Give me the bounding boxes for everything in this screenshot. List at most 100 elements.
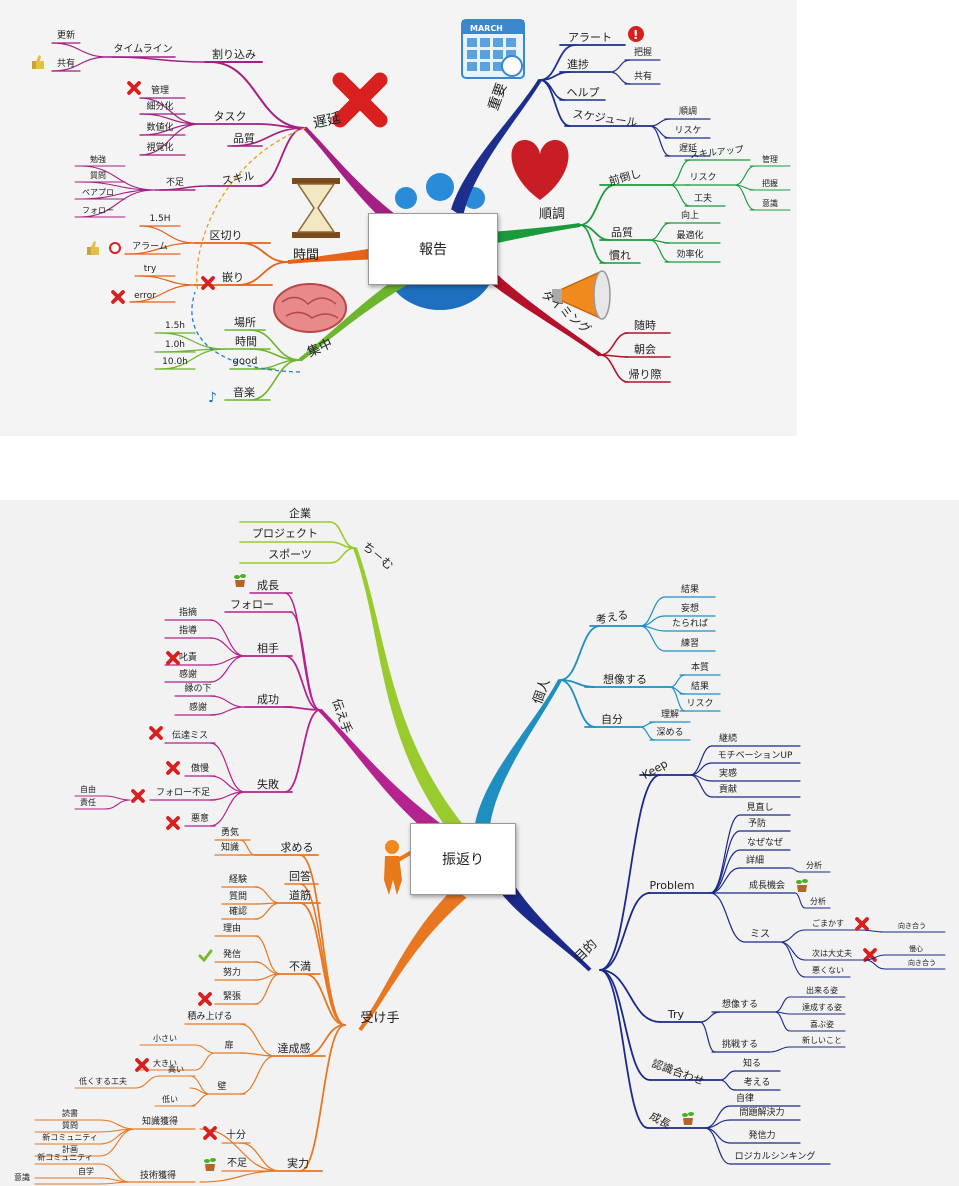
node-label[interactable]: 企業 bbox=[289, 507, 311, 520]
node-label[interactable]: 随時 bbox=[634, 319, 656, 332]
node-label[interactable]: 貢献 bbox=[718, 785, 738, 795]
node-label[interactable]: 見直し bbox=[746, 803, 774, 813]
node-label[interactable]: 品質 bbox=[611, 226, 633, 239]
node-label[interactable]: 不満 bbox=[289, 960, 311, 973]
node-label[interactable]: フォロー不足 bbox=[155, 788, 211, 798]
node-label[interactable]: 縁の下 bbox=[184, 684, 212, 694]
node-label[interactable]: ヘルプ bbox=[566, 86, 600, 99]
node-label[interactable]: 扉 bbox=[224, 1041, 234, 1051]
node-label[interactable]: 知る bbox=[742, 1059, 762, 1069]
node-label[interactable]: 細分化 bbox=[146, 102, 174, 112]
node-label[interactable]: 順調 bbox=[678, 107, 698, 117]
node-label[interactable]: 理解 bbox=[660, 710, 680, 720]
node-label[interactable]: 自学 bbox=[78, 1167, 94, 1176]
node-label[interactable]: モチベーションUP bbox=[717, 751, 793, 761]
node-label[interactable]: ペアプロ bbox=[82, 188, 114, 197]
node-label[interactable]: 場所 bbox=[234, 316, 256, 329]
node-label[interactable]: 相手 bbox=[257, 642, 279, 655]
node-label[interactable]: たられば bbox=[671, 619, 709, 629]
node-label[interactable]: 知識獲得 bbox=[141, 1117, 179, 1127]
node-label[interactable]: 新しいこと bbox=[802, 1036, 842, 1045]
node-label[interactable]: 実感 bbox=[718, 769, 738, 779]
node-label[interactable]: 自分 bbox=[601, 713, 623, 726]
node-label[interactable]: 次は大丈夫 bbox=[812, 949, 852, 958]
node-label[interactable]: 低くする工夫 bbox=[79, 1077, 127, 1086]
node-label[interactable]: 考える bbox=[743, 1078, 771, 1088]
node-label[interactable]: 責任 bbox=[80, 798, 96, 807]
node-label[interactable]: スポーツ bbox=[268, 548, 312, 561]
node-label[interactable]: 音楽 bbox=[233, 386, 255, 399]
node-label[interactable]: 新コミュニティ bbox=[42, 1133, 98, 1142]
node-label[interactable]: 効率化 bbox=[676, 250, 704, 260]
node-label[interactable]: 失敗 bbox=[257, 778, 279, 791]
node-label[interactable]: 発信力 bbox=[748, 1131, 776, 1141]
node-label[interactable]: リスク bbox=[686, 699, 714, 709]
node-label[interactable]: 壁 bbox=[217, 1082, 227, 1092]
node-label[interactable]: 求める bbox=[280, 841, 314, 854]
node-label[interactable]: 不足 bbox=[227, 1158, 247, 1169]
node-label[interactable]: 感謝 bbox=[188, 703, 208, 713]
node-label[interactable]: 向き合う bbox=[898, 922, 926, 930]
node-label[interactable]: 1.5H bbox=[149, 214, 171, 224]
node-label[interactable]: 問題解決力 bbox=[739, 1108, 785, 1118]
node-label[interactable]: 勉強 bbox=[90, 155, 106, 164]
node-label[interactable]: ロジカルシンキング bbox=[734, 1152, 816, 1162]
node-label[interactable]: 感謝 bbox=[178, 670, 198, 680]
node-label[interactable]: 分析 bbox=[810, 897, 826, 906]
node-label[interactable]: 管理 bbox=[762, 155, 778, 164]
node-label[interactable]: 小さい bbox=[153, 1034, 177, 1043]
node-label[interactable]: 嵌り bbox=[222, 271, 244, 284]
node-label[interactable]: 共有 bbox=[633, 72, 653, 82]
node-label[interactable]: 予防 bbox=[747, 819, 767, 829]
node-label[interactable]: 成長機会 bbox=[748, 881, 786, 891]
node-label[interactable]: タスク bbox=[213, 110, 247, 123]
node-label[interactable]: 視覚化 bbox=[146, 143, 174, 153]
node-label[interactable]: フォロー bbox=[230, 598, 274, 611]
node-label[interactable]: 最適化 bbox=[676, 231, 704, 241]
node-label[interactable]: error bbox=[134, 291, 156, 301]
node-label[interactable]: 練習 bbox=[680, 639, 700, 649]
branch-label-time[interactable]: 時間 bbox=[292, 248, 320, 263]
node-label[interactable]: 想像する bbox=[721, 1000, 759, 1010]
node-label[interactable]: 把握 bbox=[762, 179, 778, 188]
node-label[interactable]: 計画 bbox=[62, 1145, 78, 1154]
node-label[interactable]: 確認 bbox=[228, 907, 248, 917]
node-label[interactable]: good bbox=[232, 356, 258, 367]
node-label[interactable]: 自由 bbox=[80, 785, 96, 794]
node-label[interactable]: 悪くない bbox=[812, 966, 844, 975]
node-label[interactable]: 技術獲得 bbox=[139, 1171, 177, 1181]
node-label[interactable]: 10.0h bbox=[162, 357, 188, 367]
node-label[interactable]: 実力 bbox=[287, 1157, 309, 1170]
node-label[interactable]: 妄想 bbox=[680, 604, 700, 614]
branch-label-smooth[interactable]: 順調 bbox=[538, 207, 566, 222]
node-label[interactable]: なぜなぜ bbox=[746, 838, 784, 848]
node-label[interactable]: 意識 bbox=[762, 199, 778, 208]
node-label[interactable]: 理由 bbox=[222, 924, 242, 934]
node-label[interactable]: 共有 bbox=[56, 59, 76, 69]
node-label[interactable]: 喜ぶ姿 bbox=[810, 1020, 834, 1029]
node-label[interactable]: 1.5h bbox=[164, 321, 186, 331]
node-label[interactable]: アラート bbox=[568, 31, 612, 44]
node-label[interactable]: 大きい bbox=[153, 1059, 177, 1068]
node-label[interactable]: Try bbox=[667, 1008, 685, 1021]
node-label[interactable]: 質問 bbox=[62, 1121, 78, 1130]
node-label[interactable]: 悪意 bbox=[190, 814, 210, 824]
node-label[interactable]: 回答 bbox=[289, 870, 311, 883]
node-label[interactable]: 進捗 bbox=[567, 58, 589, 71]
node-label[interactable]: 意識 bbox=[14, 1173, 30, 1182]
node-label[interactable]: 新コミュニティ bbox=[37, 1153, 93, 1162]
node-label[interactable]: タイムライン bbox=[113, 44, 173, 55]
node-label[interactable]: 質問 bbox=[90, 171, 106, 180]
node-label[interactable]: アラーム bbox=[132, 242, 168, 252]
node-label[interactable]: 時間 bbox=[235, 335, 257, 348]
node-label[interactable]: 区切り bbox=[209, 229, 243, 242]
node-label[interactable]: リスケ bbox=[674, 126, 702, 136]
node-label[interactable]: 向上 bbox=[680, 211, 700, 221]
node-label[interactable]: 道筋 bbox=[289, 889, 311, 902]
node-label[interactable]: 慢心 bbox=[909, 945, 923, 953]
node-label[interactable]: 分析 bbox=[806, 861, 822, 870]
node-label[interactable]: 品質 bbox=[233, 132, 255, 145]
node-label[interactable]: 不足 bbox=[165, 178, 185, 188]
node-label[interactable]: 質問 bbox=[228, 892, 248, 902]
node-label[interactable]: 高い bbox=[168, 1065, 184, 1074]
